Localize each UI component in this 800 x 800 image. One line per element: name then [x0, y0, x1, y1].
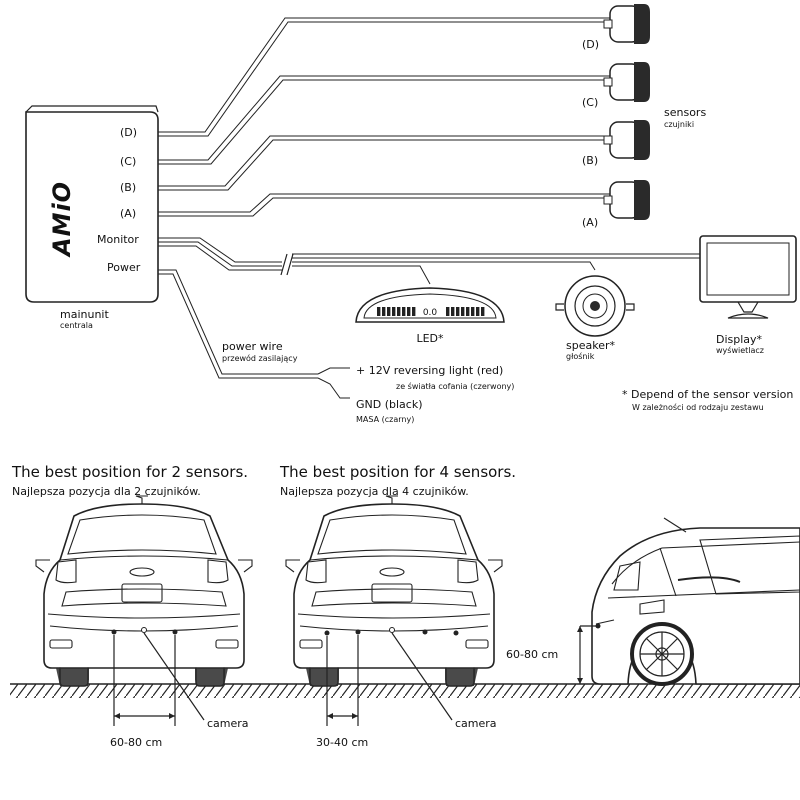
- sensor-tag-a: (A): [582, 216, 598, 229]
- speaker-label: speaker*: [566, 339, 615, 352]
- display-monitor: [699, 235, 797, 319]
- led-label: LED*: [416, 332, 444, 345]
- led-readout: 0.0: [423, 308, 438, 318]
- reversing-light-label: + 12V reversing light (red): [356, 364, 503, 377]
- port-label-c: (C): [120, 155, 136, 168]
- height-label: 60-80 cm: [506, 648, 558, 661]
- port-label-power: Power: [107, 261, 141, 274]
- two-sensor-title: The best position for 2 sensors.: [11, 463, 248, 481]
- led-segment: [392, 307, 396, 316]
- display-label: Display*: [716, 333, 763, 346]
- four-sensor-markers: [324, 627, 459, 726]
- led-segment: [446, 307, 450, 316]
- sensor-d: [603, 3, 651, 45]
- ground-sublabel: MASA (czarny): [356, 415, 414, 424]
- sensor-c: [603, 61, 651, 103]
- reversing-light-sublabel: ze światła cofania (czerwony): [396, 381, 514, 391]
- sensor-tag-d: (D): [582, 38, 599, 51]
- speaker-sublabel: głośnik: [566, 351, 595, 361]
- main-unit-label: mainunit: [60, 308, 109, 321]
- version-note: * Depend of the sensor version: [622, 388, 793, 401]
- led-bars: [377, 307, 485, 316]
- two-sensor-markers: [111, 627, 205, 726]
- speaker: [555, 275, 635, 337]
- height-dimension: [577, 625, 600, 684]
- sensors-label: sensors: [664, 106, 706, 119]
- led-segment: [387, 307, 391, 316]
- two-sensor-spacing: 60-80 cm: [110, 736, 162, 749]
- power-wire-sublabel: przewód zasilający: [222, 353, 298, 363]
- led-segment: [402, 307, 406, 316]
- two-sensor-subtitle: Najlepsza pozycja dla 2 czujników.: [12, 485, 201, 498]
- sensor-a: [603, 179, 651, 221]
- led-segment: [397, 307, 401, 316]
- rear-car-four-sensors: [285, 495, 503, 687]
- side-car: [591, 517, 800, 686]
- led-segment: [377, 307, 381, 316]
- two-sensor-camera-label: camera: [207, 717, 249, 730]
- led-segment: [481, 307, 485, 316]
- ground-label: GND (black): [356, 398, 423, 411]
- port-label-d: (D): [120, 126, 137, 139]
- port-label-b: (B): [120, 181, 136, 194]
- four-sensor-spacing: 30-40 cm: [316, 736, 368, 749]
- power-wire: [158, 269, 350, 399]
- ground-hatch: [10, 683, 800, 698]
- version-note-sublabel: W zależności od rodzaju zestawu: [632, 402, 764, 412]
- led-segment: [407, 307, 411, 316]
- four-sensor-title: The best position for 4 sensors.: [279, 463, 516, 481]
- sensor-tag-b: (B): [582, 154, 598, 167]
- led-segment: [382, 307, 386, 316]
- four-sensor-subtitle: Najlepsza pozycja dla 4 czujników.: [280, 485, 469, 498]
- power-wire-label: power wire: [222, 340, 283, 353]
- main-unit-sublabel: centrala: [60, 321, 93, 330]
- brand-logo: AMiO: [48, 181, 76, 258]
- led-segment: [456, 307, 460, 316]
- rear-car-two-sensors: [35, 495, 253, 687]
- main-unit: AMiO (D) (C) (B) (A) Monitor Power: [25, 105, 159, 303]
- sensor-tag-c: (C): [582, 96, 598, 109]
- port-label-monitor: Monitor: [97, 233, 139, 246]
- led-segment: [451, 307, 455, 316]
- sensor-b: [603, 119, 651, 161]
- port-label-a: (A): [120, 207, 136, 220]
- monitor-wire: [158, 237, 700, 285]
- led-segment: [466, 307, 470, 316]
- sensors-sublabel: czujniki: [664, 120, 694, 129]
- led-segment: [471, 307, 475, 316]
- led-segment: [412, 307, 416, 316]
- four-sensor-camera-label: camera: [455, 717, 497, 730]
- sensor-wires: [158, 17, 610, 217]
- display-sublabel: wyświetlacz: [716, 345, 764, 355]
- led-segment: [461, 307, 465, 316]
- led-segment: [476, 307, 480, 316]
